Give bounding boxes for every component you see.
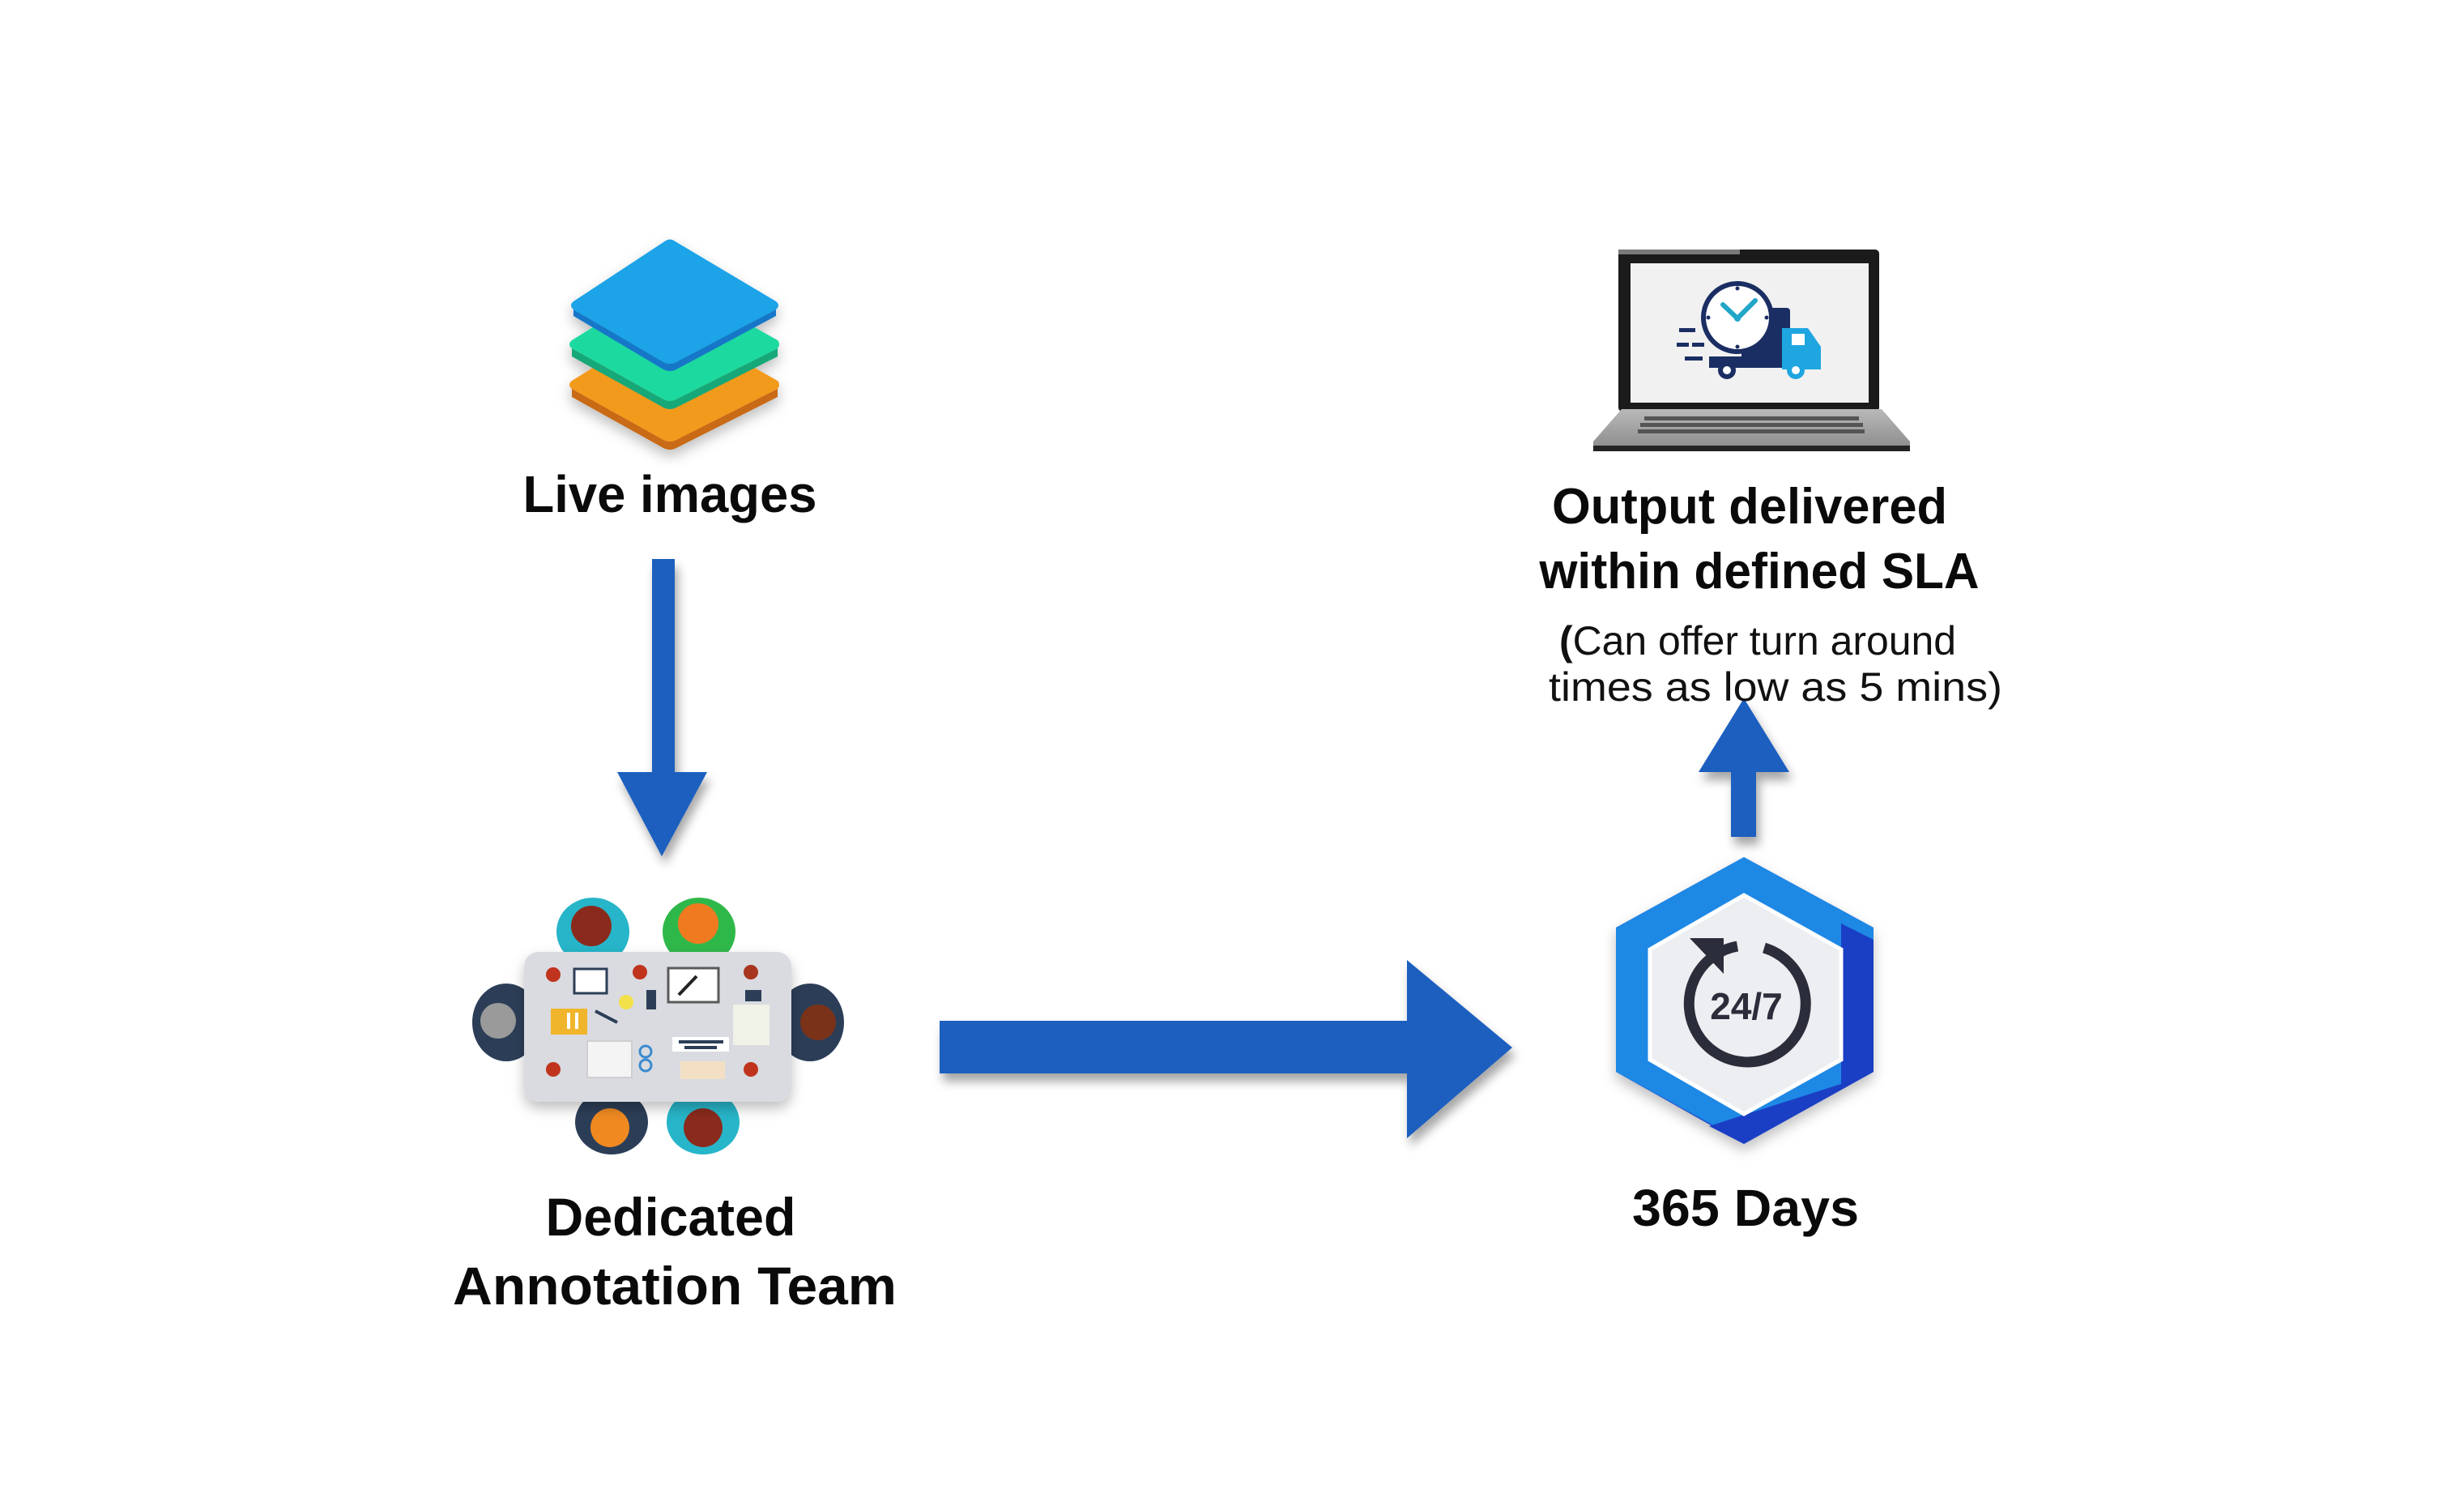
output-label-line-2: within defined SLA [1539,544,1980,600]
keyboard-keys [1638,416,1865,433]
node-output: Output delivered within defined SLA (Can… [1539,250,2002,710]
person-top-right [663,898,735,966]
layers-stack-icon [569,239,779,450]
hexagon-24-7-icon: 24/7 [1616,857,1874,1144]
team-meeting-table-icon [472,898,844,1154]
refresh-ring-icon [1683,938,1811,1068]
layer-middle-edge [572,348,778,409]
hexagon-inner [1648,893,1844,1116]
person-right [776,984,844,1061]
clock-icon [1701,281,1774,354]
hexagon-shade [1709,924,1874,1144]
output-label-line-1: Output delivered [1552,479,1947,535]
annotation-team-label-line-2: Annotation Team [453,1256,897,1316]
annotation-team-label-line-1: Dedicated [546,1187,796,1247]
node-always-on: 24/7 365 Days [1616,857,1874,1237]
node-annotation-team: Dedicated Annotation Team [453,898,897,1316]
output-note-open-paren: ( [1559,618,1573,664]
person-bottom-left [575,1090,648,1154]
output-note-line-1-text: Can offer turn around [1573,618,1956,664]
live-images-label: Live images [523,465,817,523]
arrow-right [940,960,1512,1138]
layer-bottom-edge [572,389,778,450]
layer-top [571,239,778,364]
badge-24-7-text: 24/7 [1710,985,1783,1027]
person-left [472,984,540,1061]
laptop-clock-delivery-icon [1593,250,1910,451]
person-top-left [556,898,629,966]
arrow-down [617,559,707,856]
arrow-up [1699,698,1789,837]
output-note-line-2: times as low as 5 mins) [1549,664,2002,710]
node-live-images: Live images [523,239,817,523]
person-bottom-right [667,1090,740,1154]
output-note-line-1: (Can offer turn around [1559,618,1956,664]
always-on-label: 365 Days [1632,1179,1859,1237]
